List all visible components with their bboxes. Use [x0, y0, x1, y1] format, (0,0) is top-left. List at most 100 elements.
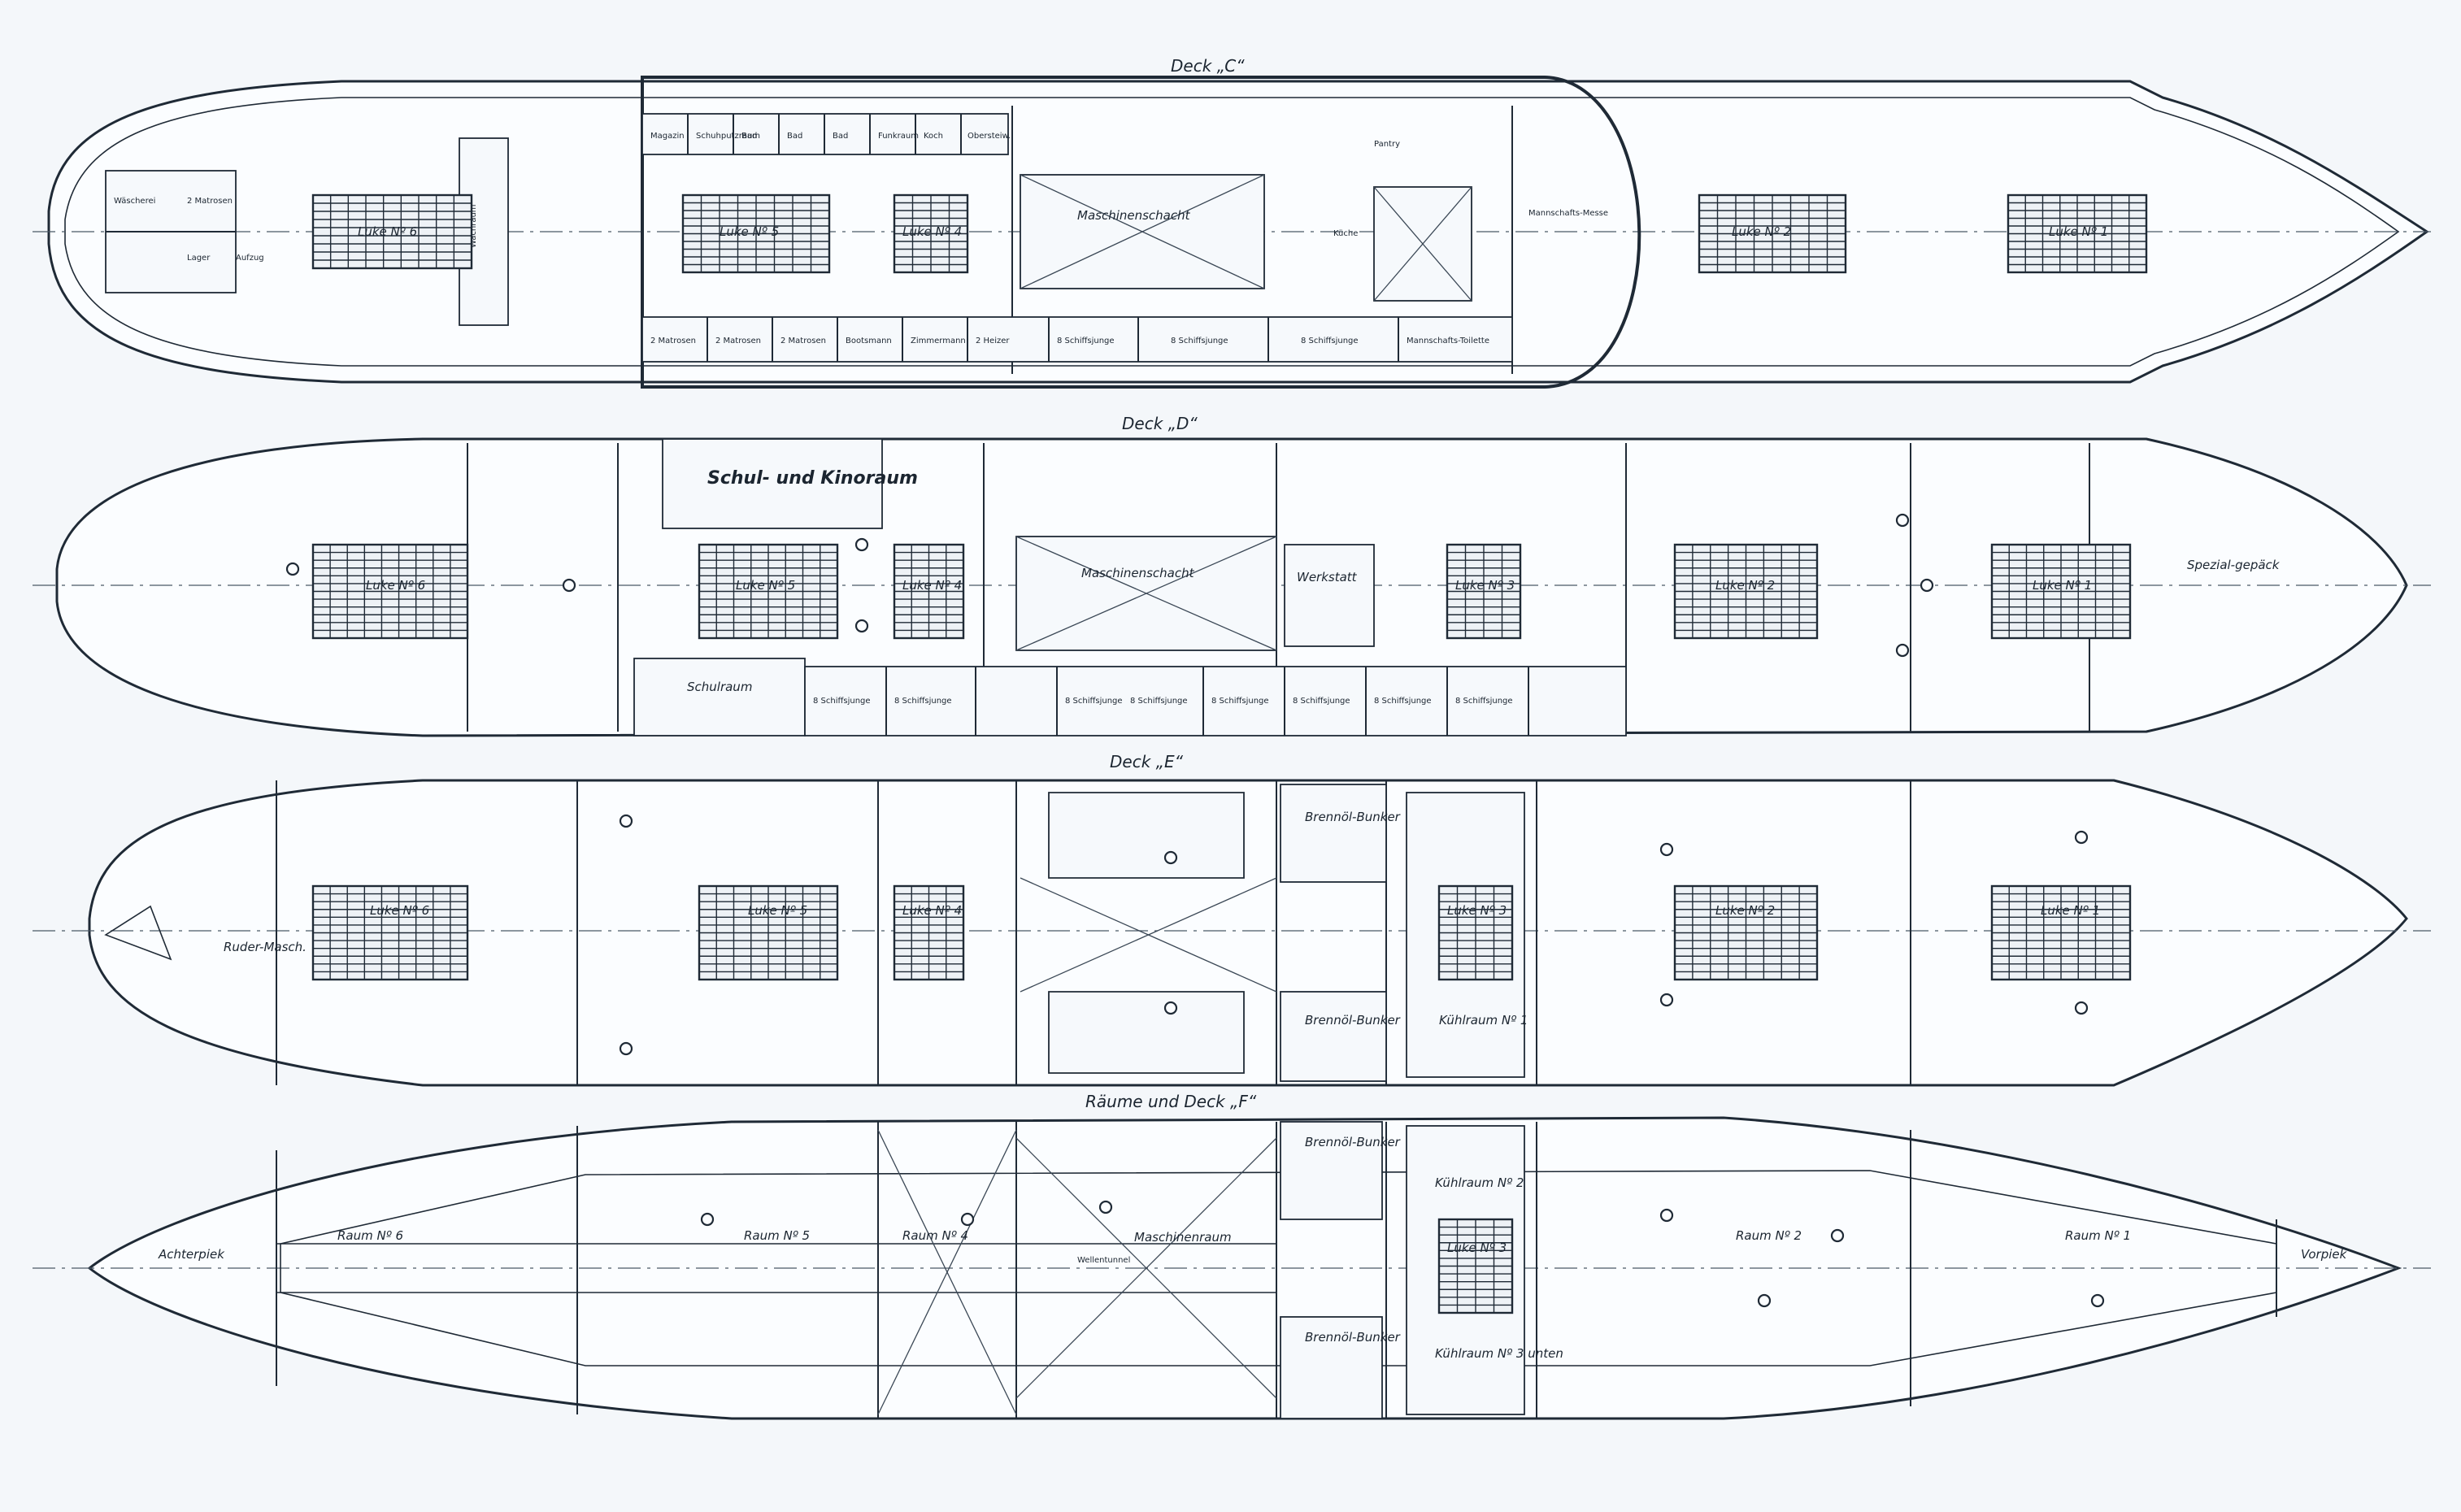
ventilator-icon: [1895, 513, 1910, 528]
deck-c-kueche-label: Küche: [1333, 229, 1358, 238]
deck-c-pantry-label: Pantry: [1374, 140, 1400, 149]
deck-e-title: Deck „E“: [1110, 752, 1184, 771]
deck-c-luke4-label: Luke Nº 4: [902, 224, 962, 239]
deck-c-cabin-label: Funkraum: [878, 132, 919, 141]
deck-d-plan: Deck „D“ Schul- und Kinoraum Schulraum 8…: [33, 414, 2431, 737]
deck-d-maschinenschacht-label: Maschinenschacht: [1081, 566, 1195, 580]
deck-c-luke6-label: Luke Nº 6: [358, 224, 417, 239]
deck-d-luke4-label: Luke Nº 4: [902, 578, 962, 593]
deck-f-plan: Räume und Deck „F“ Brennöl-Bunker Brennö…: [33, 1092, 2431, 1420]
deck-c-cabin-label: 8 Schiffsjunge: [1057, 337, 1115, 345]
deck-e-kuehlraum1-label: Kühlraum Nº 1: [1439, 1013, 1528, 1028]
ventilator-icon: [2090, 1293, 2105, 1308]
ventilator-icon: [1098, 1200, 1113, 1214]
deck-d-werkstatt-label: Werkstatt: [1297, 570, 1358, 584]
deck-e-luke3-label: Luke Nº 3: [1447, 903, 1507, 918]
deck-c-cabin-label: 2 Matrosen: [780, 337, 826, 345]
deck-c-aft-label: Lager: [187, 254, 211, 263]
deck-d-luke5-label: Luke Nº 5: [736, 578, 795, 593]
deck-d-schul-kino-room: [662, 438, 883, 529]
ventilator-icon: [1757, 1293, 1772, 1308]
deck-d-luke2-label: Luke Nº 2: [1715, 578, 1775, 593]
deck-c-plan: Deck „C“ Magazin Schuhputzraum Bad Bad B…: [33, 56, 2431, 389]
deck-d-cabin-label: 8 Schiffsjunge: [1211, 697, 1269, 706]
deck-d-luke3-label: Luke Nº 3: [1455, 578, 1515, 593]
deck-c-cabin-label: 2 Matrosen: [715, 337, 761, 345]
deck-f-vorpiek-label: Vorpiek: [2301, 1247, 2348, 1262]
deck-c-cabin-label: Koch: [924, 132, 943, 141]
ventilator-icon: [960, 1212, 975, 1227]
deck-c-cabin-label: 2 Heizer: [976, 337, 1010, 345]
deck-c-cabin-label: 2 Matrosen: [650, 337, 696, 345]
deck-c-aft-label: Aufzug: [236, 254, 264, 263]
deck-d-schulraum-label: Schulraum: [687, 680, 752, 694]
ventilator-icon: [854, 619, 869, 633]
deck-c-cabin-label: Bad: [787, 132, 802, 141]
deck-c-messe-label: Mannschafts-Messe: [1528, 209, 1608, 218]
deck-e-brennoel-top-label: Brennöl-Bunker: [1305, 810, 1401, 824]
deck-f-raum5-label: Raum Nº 5: [744, 1228, 810, 1243]
deck-f-raum4-label: Raum Nº 4: [902, 1228, 968, 1243]
ventilator-icon: [562, 578, 576, 593]
deck-d-cabin-label: 8 Schiffsjunge: [813, 697, 871, 706]
deck-c-wachraum-label: Wachraum: [469, 204, 478, 248]
deck-d-schul-kino-label: Schul- und Kinoraum: [707, 468, 918, 489]
deck-d-spezialgepaeck-label: Spezial-gepäck: [2187, 558, 2281, 572]
deck-f-brennoel-top-label: Brennöl-Bunker: [1305, 1135, 1401, 1149]
deck-e-luke4-label: Luke Nº 4: [902, 903, 962, 918]
ventilator-icon: [1830, 1228, 1845, 1243]
deck-c-maschinenschacht-label: Maschinenschacht: [1077, 208, 1191, 223]
ventilator-marks: [285, 513, 2105, 1308]
ventilator-icon: [1659, 1208, 1674, 1223]
deck-f-kuehlraum2-label: Kühlraum Nº 2: [1435, 1175, 1524, 1190]
hatch-cover-grids: [313, 195, 2146, 1313]
deck-e-luke1-label: Luke Nº 1: [2041, 903, 2100, 918]
ventilator-icon: [700, 1212, 715, 1227]
deck-c-cabin-label: Schuhputzraum: [696, 132, 760, 141]
deck-f-brennoel-bottom-label: Brennöl-Bunker: [1305, 1330, 1401, 1345]
deck-c-cabin-label: 8 Schiffsjunge: [1171, 337, 1228, 345]
ventilator-icon: [2074, 1001, 2089, 1015]
deck-f-raum1-label: Raum Nº 1: [2065, 1228, 2131, 1243]
deck-f-kuehlraum3-label: Kühlraum Nº 3 unten: [1435, 1346, 1563, 1361]
ventilator-icon: [619, 1041, 633, 1056]
deck-c-aft-label: 2 Matrosen: [187, 197, 233, 206]
deck-f-raum2-label: Raum Nº 2: [1736, 1228, 1802, 1243]
ventilator-icon: [1895, 643, 1910, 658]
deck-c-title: Deck „C“: [1171, 56, 1245, 76]
deck-d-luke1-label: Luke Nº 1: [2033, 578, 2092, 593]
deck-d-cabin-label: 8 Schiffsjunge: [1293, 697, 1350, 706]
deck-c-cabin-label: Magazin: [650, 132, 685, 141]
deck-c-luke2-label: Luke Nº 2: [1732, 224, 1791, 239]
deck-d-schulraum: [633, 658, 806, 736]
ventilator-icon: [285, 562, 300, 576]
deck-d-luke6-label: Luke Nº 6: [366, 578, 425, 593]
deck-c-cabin-label: 8 Schiffsjunge: [1301, 337, 1359, 345]
deck-c-aft-label: Wäscherei: [114, 197, 155, 206]
deck-f-title: Räume und Deck „F“: [1085, 1092, 1257, 1111]
deck-c-hatch-6: Luke Nº 6: [311, 193, 473, 270]
deck-f-maschinenraum-label: Maschinenraum: [1134, 1230, 1232, 1245]
deck-d-cabin-label: 8 Schiffsjunge: [1130, 697, 1188, 706]
deck-f-luke3-label: Luke Nº 3: [1447, 1240, 1507, 1255]
deck-f-achterpiek-label: Achterpiek: [158, 1247, 225, 1262]
deck-c-luke1-label: Luke Nº 1: [2049, 224, 2108, 239]
deck-e-luke2-label: Luke Nº 2: [1715, 903, 1775, 918]
deck-e-luke5-label: Luke Nº 5: [748, 903, 807, 918]
deck-d-cabin-label: 8 Schiffsjunge: [1065, 697, 1123, 706]
deck-c-cabin-label: Bad: [741, 132, 757, 141]
deck-c-cabin-label: Mannschafts-Toilette: [1407, 337, 1489, 345]
deck-d-cabin-label: 8 Schiffsjunge: [1455, 697, 1513, 706]
ventilator-icon: [1163, 1001, 1178, 1015]
deck-e-luke6-label: Luke Nº 6: [370, 903, 429, 918]
deck-c-cabin-label: Bootsmann: [846, 337, 892, 345]
ventilator-icon: [1659, 842, 1674, 857]
ventilator-icon: [619, 814, 633, 828]
deck-c-cabin-label: Bad: [833, 132, 848, 141]
ventilator-icon: [1163, 850, 1178, 865]
deck-f-raum6-label: Raum Nº 6: [337, 1228, 403, 1243]
ventilator-icon: [1920, 578, 1934, 593]
deck-c-luke5-label: Luke Nº 5: [720, 224, 779, 239]
deck-e-hull: [88, 779, 2408, 1087]
